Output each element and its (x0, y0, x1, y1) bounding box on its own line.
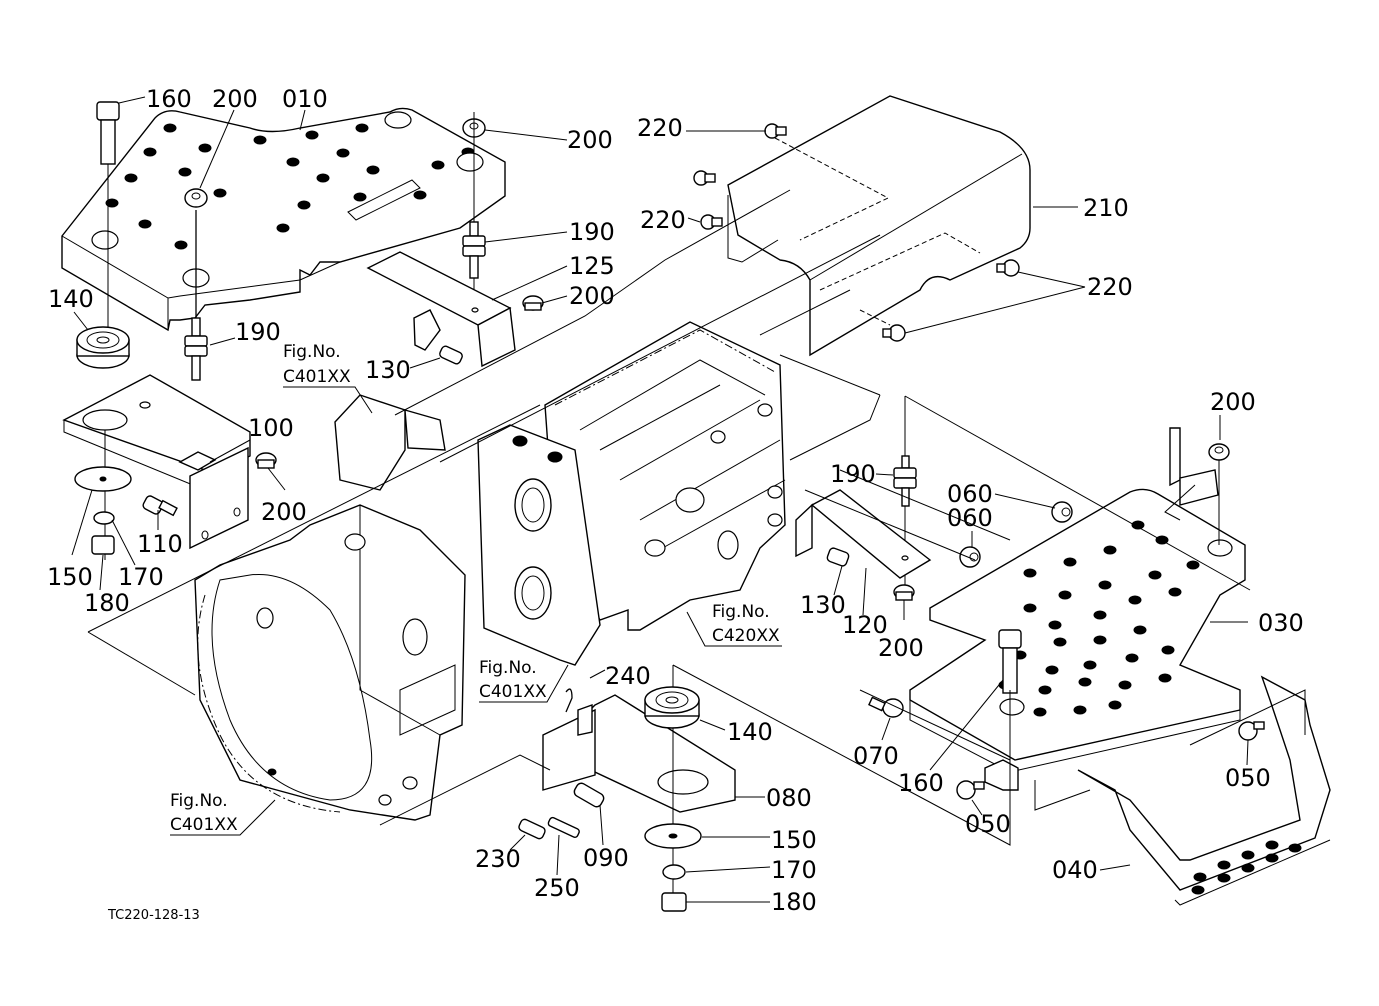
fig-ref-top-line2: C401XX (283, 367, 351, 387)
stud-bolt-190-left (184, 317, 208, 381)
step-holes (1191, 840, 1302, 895)
drawing-code: TC220-128-13 (107, 908, 200, 923)
part-label: 050 (1225, 764, 1271, 792)
pin-240 (565, 688, 573, 713)
cover-210 (727, 95, 1031, 357)
part-label: 190 (830, 460, 876, 488)
part-label: 210 (1083, 194, 1129, 222)
part-label: 170 (118, 563, 164, 591)
fig-ref-bottom-line2: C401XX (170, 815, 238, 835)
guide-lines (87, 189, 1306, 846)
part-label: 200 (878, 634, 924, 662)
cover-plate (477, 424, 601, 666)
part-label: 040 (1052, 856, 1098, 884)
fig-ref-right-line2: C420XX (712, 626, 780, 646)
leader-lines (71, 96, 1249, 903)
rubber-mount-140-left (76, 326, 130, 369)
part-label: 160 (898, 769, 944, 797)
washer-stack-left (74, 430, 132, 560)
part-label: 200 (261, 498, 307, 526)
pin-250 (547, 816, 580, 839)
fig-ref-right-line1: Fig.No. (712, 602, 770, 622)
bracket-120 (795, 489, 932, 579)
bolts-220 (693, 123, 1020, 342)
fig-ref-top-line1: Fig.No. (283, 342, 341, 362)
part-label: 080 (766, 784, 812, 812)
bolt-090 (573, 782, 605, 808)
part-label: 110 (137, 530, 183, 558)
fig-ref-right: Fig.No. C420XX (686, 602, 782, 647)
part-label: 070 (853, 742, 899, 770)
bracket-left (62, 374, 251, 550)
fig-ref-mid-line2: C401XX (479, 682, 547, 702)
part-label: 200 (1210, 388, 1256, 416)
part-label: 100 (248, 414, 294, 442)
part-label: 060 (947, 480, 993, 508)
bolt-130-right (826, 547, 850, 567)
bolt-050-left (956, 780, 985, 800)
clutch-housing (194, 504, 466, 821)
flange-nut-200-d (522, 295, 544, 311)
flange-nut-200-c (462, 112, 486, 320)
part-label: 120 (842, 611, 888, 639)
rubber-mount-140-center (644, 686, 700, 729)
part-label: 220 (637, 114, 683, 142)
small-bracket (984, 759, 1019, 791)
part-label: 010 (282, 85, 328, 113)
plate-holes-right (998, 520, 1233, 717)
part-label: 150 (771, 826, 817, 854)
step-040 (1077, 675, 1331, 906)
spring-230 (518, 818, 546, 840)
part-label: 190 (235, 318, 281, 346)
part-label: 180 (771, 888, 817, 916)
stud-bolt-190-center (462, 221, 486, 279)
part-label: 170 (771, 856, 817, 884)
part-label: 190 (569, 218, 615, 246)
bracket-left-small (334, 394, 446, 491)
grommets-060 (959, 501, 1073, 568)
bolt-050-right (1238, 721, 1265, 741)
flange-nut-200-b (255, 452, 277, 469)
flange-nut-200-f (1208, 443, 1230, 545)
part-label: 220 (1087, 273, 1133, 301)
part-label: 250 (534, 874, 580, 902)
part-label: 130 (365, 356, 411, 384)
fig-ref-bottom: Fig.No. C401XX (170, 791, 276, 836)
part-label: 180 (84, 589, 130, 617)
fig-ref-top: Fig.No. C401XX (283, 342, 373, 414)
part-labels: 160 200 010 200 190 125 200 130 140 190 … (47, 85, 1304, 916)
bracket-080 (542, 665, 736, 900)
part-label: 240 (605, 662, 651, 690)
part-label: 200 (567, 126, 613, 154)
part-label: 140 (48, 285, 94, 313)
seat-plate-030 (909, 427, 1246, 773)
part-label: 130 (800, 591, 846, 619)
part-label: 160 (146, 85, 192, 113)
flange-nut-200-a (184, 188, 208, 336)
part-label: 030 (1258, 609, 1304, 637)
washer-stack-center (644, 823, 702, 912)
part-label: 050 (965, 810, 1011, 838)
bolt-160-left (96, 101, 120, 330)
part-label: 150 (47, 563, 93, 591)
bolt-070 (868, 696, 904, 718)
bolt-160-right (998, 629, 1022, 694)
bracket-125 (366, 251, 516, 368)
part-label: 200 (212, 85, 258, 113)
part-label: 090 (583, 844, 629, 872)
fig-ref-mid: Fig.No. C401XX (479, 658, 569, 703)
fig-ref-bottom-line1: Fig.No. (170, 791, 228, 811)
part-label: 060 (947, 504, 993, 532)
part-label: 220 (640, 206, 686, 234)
part-label: 125 (569, 252, 615, 280)
part-label: 140 (727, 718, 773, 746)
part-label: 200 (569, 282, 615, 310)
fig-ref-mid-line1: Fig.No. (479, 658, 537, 678)
transmission-case (544, 321, 786, 631)
bolt-110 (142, 495, 178, 517)
bolt-130-center (439, 345, 463, 365)
flange-nut-200-e (893, 584, 915, 601)
part-label: 230 (475, 845, 521, 873)
